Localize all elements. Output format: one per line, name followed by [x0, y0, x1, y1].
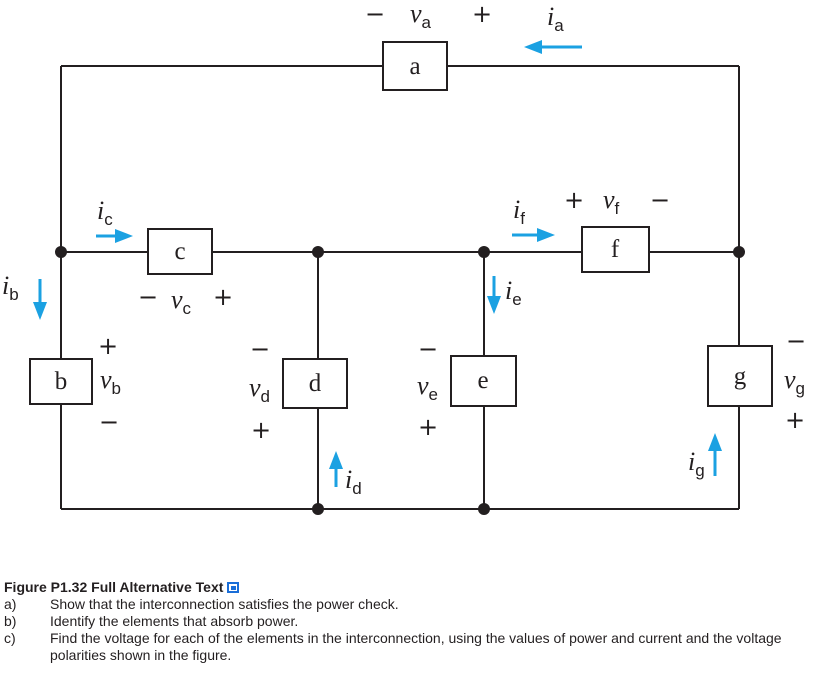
voltage-g-label: vg	[784, 365, 805, 398]
voltage-b-minus: −	[99, 408, 119, 436]
question-b-text: Identify the elements that absorb power.	[50, 613, 299, 629]
element-c-label: c	[174, 238, 185, 265]
current-label-d: id	[345, 465, 362, 498]
voltage-e-minus: −	[418, 335, 438, 363]
question-b-letter: b)	[4, 613, 17, 629]
element-f-label: f	[611, 236, 620, 263]
voltage-d-plus: +	[251, 416, 271, 444]
element-e-label: e	[477, 367, 488, 394]
element-b: b	[29, 358, 93, 405]
node-e-top	[478, 246, 490, 258]
question-a-letter: a)	[4, 596, 17, 612]
expand-icon[interactable]	[227, 581, 240, 593]
current-label-e: ie	[505, 276, 522, 309]
voltage-d: − vd +	[249, 335, 271, 444]
node-left	[55, 246, 67, 258]
voltage-b: + vb −	[98, 332, 121, 436]
voltage-d-minus: −	[250, 335, 270, 363]
current-arrow-g	[708, 433, 722, 476]
node-right	[733, 246, 745, 258]
voltage-a-plus: +	[472, 0, 492, 28]
voltage-c: − vc +	[138, 283, 233, 318]
nodes	[55, 246, 745, 515]
question-a: a) Show that the interconnection satisfi…	[4, 596, 819, 613]
figure-caption: Figure P1.32 Full Alternative Text a) Sh…	[4, 578, 819, 664]
voltage-f-plus: +	[564, 186, 584, 214]
voltage-b-plus: +	[98, 332, 118, 360]
current-arrow-a	[524, 40, 582, 54]
element-e: e	[450, 355, 517, 407]
node-e-bottom	[478, 503, 490, 515]
element-b-label: b	[55, 368, 68, 395]
current-label-b: ib	[2, 271, 19, 304]
element-g-label: g	[734, 363, 747, 390]
current-arrows	[33, 40, 722, 487]
current-label-c: ic	[97, 196, 113, 229]
circuit-diagram: a b c d e f g	[2, 0, 806, 515]
voltage-c-plus: +	[213, 283, 233, 311]
voltage-e-label: ve	[417, 371, 438, 404]
element-d: d	[282, 358, 348, 409]
voltage-d-label: vd	[249, 373, 270, 406]
question-a-text: Show that the interconnection satisfies …	[50, 596, 399, 612]
voltage-f: + vf −	[564, 185, 670, 218]
current-arrow-f	[512, 228, 555, 242]
voltage-e: − ve +	[417, 335, 438, 441]
caption-title-row[interactable]: Figure P1.32 Full Alternative Text	[4, 578, 819, 596]
current-label-g: ig	[688, 447, 705, 480]
question-c-text: Find the voltage for each of the element…	[50, 630, 782, 663]
element-a: a	[382, 41, 448, 91]
current-arrow-b	[33, 279, 47, 320]
element-d-label: d	[309, 370, 322, 397]
current-label-f: if	[513, 195, 525, 228]
wires	[60, 65, 740, 510]
question-c-letter: c)	[4, 630, 16, 646]
current-arrow-d	[329, 451, 343, 487]
node-d-top	[312, 246, 324, 258]
voltage-f-label: vf	[603, 185, 620, 218]
question-c: c) Find the voltage for each of the elem…	[4, 630, 819, 664]
voltage-c-label: vc	[171, 285, 192, 318]
current-labels: ia ib ic id ie if ig	[2, 2, 705, 498]
voltage-g: − vg +	[784, 327, 806, 434]
node-d-bottom	[312, 503, 324, 515]
caption-title[interactable]: Figure P1.32 Full Alternative Text	[4, 579, 224, 595]
voltage-g-minus: −	[786, 327, 806, 355]
element-c: c	[147, 228, 213, 275]
voltage-f-minus: −	[650, 186, 670, 214]
element-g: g	[707, 345, 773, 407]
voltage-a-label: va	[410, 0, 432, 32]
current-arrow-e	[487, 276, 501, 314]
voltage-g-plus: +	[785, 406, 805, 434]
element-f: f	[581, 226, 650, 273]
current-label-a: ia	[547, 2, 564, 35]
question-b: b) Identify the elements that absorb pow…	[4, 613, 819, 630]
voltage-c-minus: −	[138, 283, 158, 311]
voltage-a-minus: −	[365, 0, 385, 28]
current-arrow-c	[96, 229, 133, 243]
voltage-a: − va +	[365, 0, 492, 32]
voltage-b-label: vb	[100, 365, 121, 398]
voltage-e-plus: +	[418, 413, 438, 441]
element-a-label: a	[409, 53, 420, 80]
